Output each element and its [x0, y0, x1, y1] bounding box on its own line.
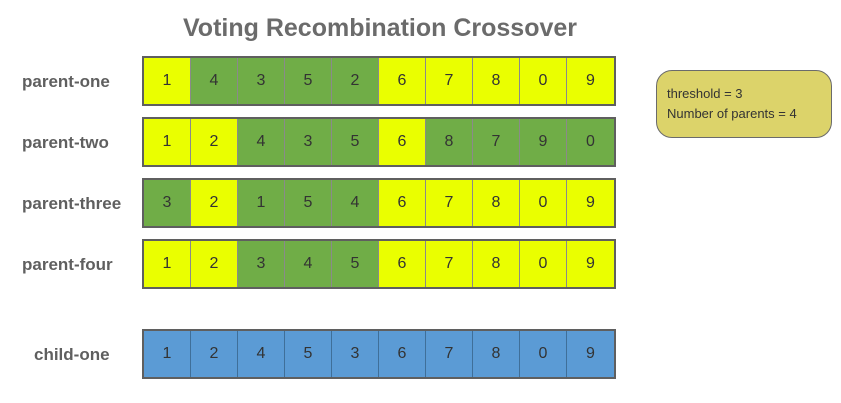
gene-cell: 8	[473, 180, 520, 226]
gene-cell: 4	[238, 119, 285, 165]
gene-cell: 3	[285, 119, 332, 165]
gene-cell: 0	[520, 241, 567, 287]
gene-cell: 5	[285, 180, 332, 226]
gene-cell: 8	[426, 119, 473, 165]
gene-cell: 1	[144, 58, 191, 104]
gene-cell: 7	[426, 180, 473, 226]
gene-cell: 6	[379, 119, 426, 165]
gene-cell: 3	[144, 180, 191, 226]
gene-cell: 5	[285, 58, 332, 104]
gene-cell: 2	[191, 119, 238, 165]
gene-cell: 6	[379, 241, 426, 287]
gene-cell: 3	[332, 331, 379, 377]
gene-cell: 2	[332, 58, 379, 104]
gene-cell: 8	[473, 58, 520, 104]
row-label-parent-four: parent-four	[22, 255, 113, 274]
gene-cell: 4	[191, 58, 238, 104]
row-label-parent-one: parent-one	[22, 72, 110, 91]
gene-cell: 9	[567, 241, 614, 287]
gene-cell: 9	[520, 119, 567, 165]
gene-cell: 4	[332, 180, 379, 226]
gene-cell: 6	[379, 180, 426, 226]
gene-cell: 8	[473, 241, 520, 287]
gene-cell: 6	[379, 58, 426, 104]
gene-cell: 0	[520, 58, 567, 104]
gene-cell: 5	[332, 241, 379, 287]
gene-cell: 9	[567, 331, 614, 377]
gene-cell: 1	[144, 331, 191, 377]
gene-cell: 4	[238, 331, 285, 377]
row-label-parent-two: parent-two	[22, 133, 109, 152]
gene-cell: 3	[238, 58, 285, 104]
gene-cell: 3	[238, 241, 285, 287]
gene-cell: 0	[520, 331, 567, 377]
diagram-title: Voting Recombination Crossover	[182, 14, 578, 42]
gene-cell: 2	[191, 180, 238, 226]
parameters-note: threshold = 3 Number of parents = 4	[656, 70, 832, 138]
gene-cell: 5	[285, 331, 332, 377]
threshold-text: threshold = 3	[667, 86, 743, 101]
gene-cell: 7	[426, 241, 473, 287]
gene-cell: 1	[144, 119, 191, 165]
gene-cell: 8	[473, 331, 520, 377]
gene-cell: 2	[191, 241, 238, 287]
gene-cell: 7	[426, 331, 473, 377]
gene-cell: 9	[567, 180, 614, 226]
gene-cell: 6	[379, 331, 426, 377]
gene-cell: 4	[285, 241, 332, 287]
gene-cell: 0	[520, 180, 567, 226]
gene-cell: 1	[144, 241, 191, 287]
row-label-parent-three: parent-three	[22, 194, 122, 213]
gene-cell: 9	[567, 58, 614, 104]
gene-cell: 2	[191, 331, 238, 377]
row-label-child-one: child-one	[34, 345, 110, 364]
gene-cell: 0	[567, 119, 614, 165]
gene-cell: 5	[332, 119, 379, 165]
gene-cell: 7	[426, 58, 473, 104]
gene-cell: 1	[238, 180, 285, 226]
gene-cell: 7	[473, 119, 520, 165]
parents-count-text: Number of parents = 4	[667, 106, 797, 121]
